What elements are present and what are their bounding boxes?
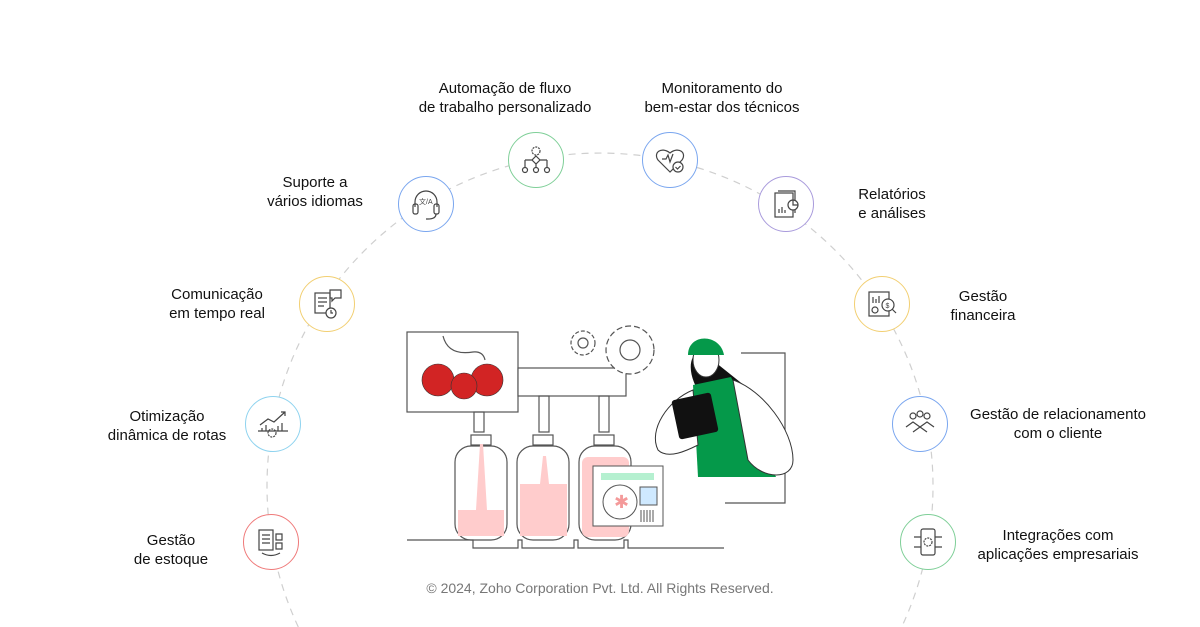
route-chart-gear-icon — [245, 396, 301, 452]
label-line: Otimização — [129, 408, 205, 425]
label-line: aplicações empresariais — [977, 546, 1139, 563]
phone-integration-icon — [900, 514, 956, 570]
technician — [654, 338, 794, 504]
inventory-checklist-icon — [243, 514, 299, 570]
svg-text:$: $ — [886, 303, 890, 310]
svg-text:✱: ✱ — [614, 492, 629, 512]
label-integrations: Integrações com aplicações empresariais — [978, 526, 1139, 564]
label-finance: Gestão financeira — [950, 287, 1015, 325]
label-line: Integrações com — [1002, 527, 1114, 544]
label-reports: Relatórios e análises — [858, 185, 926, 223]
label-workflow: Automação de fluxo de trabalho personaliz… — [419, 79, 592, 117]
headset-translate-icon: 文/A — [398, 176, 454, 232]
label-line: Suporte a — [282, 174, 348, 191]
label-line: de estoque — [133, 551, 209, 568]
label-line: e análises — [858, 205, 926, 222]
label-crm: Gestão de relacionamento com o cliente — [970, 405, 1146, 443]
label-routes: Otimização dinâmica de rotas — [108, 407, 226, 445]
label-card: ✱ — [592, 465, 664, 527]
chat-clock-icon — [299, 276, 355, 332]
label-line: Relatórios — [858, 186, 926, 203]
svg-text:文/A: 文/A — [419, 197, 433, 206]
label-inventory: Gestão de estoque — [134, 531, 208, 569]
label-wellbeing: Monitoramento do bem-estar dos técnicos — [644, 79, 799, 117]
label-line: Monitoramento do — [661, 80, 783, 97]
label-line: Automação de fluxo — [438, 80, 572, 97]
finance-magnifier-icon: $ — [854, 276, 910, 332]
label-line: de trabalho personalizado — [418, 99, 592, 116]
label-line: com o cliente — [1013, 425, 1103, 442]
handshake-people-icon — [892, 396, 948, 452]
label-line: financeira — [950, 307, 1016, 324]
tomatoes — [421, 363, 504, 400]
label-line: em tempo real — [169, 305, 265, 322]
label-communication: Comunicação em tempo real — [169, 285, 265, 323]
label-line: Gestão — [146, 532, 196, 549]
label-line: Comunicação — [171, 286, 263, 303]
workflow-gear-icon — [508, 132, 564, 188]
label-line: vários idiomas — [267, 193, 363, 210]
label-line: dinâmica de rotas — [107, 427, 227, 444]
label-line: Gestão — [958, 288, 1008, 305]
copyright-footer: © 2024, Zoho Corporation Pvt. Ltd. All R… — [426, 580, 774, 596]
label-line: bem-estar dos técnicos — [644, 99, 800, 116]
label-line: Gestão de relacionamento — [970, 406, 1146, 423]
gears — [570, 325, 655, 375]
label-languages: Suporte a vários idiomas — [267, 173, 363, 211]
heart-check-icon — [642, 132, 698, 188]
report-chart-icon — [758, 176, 814, 232]
